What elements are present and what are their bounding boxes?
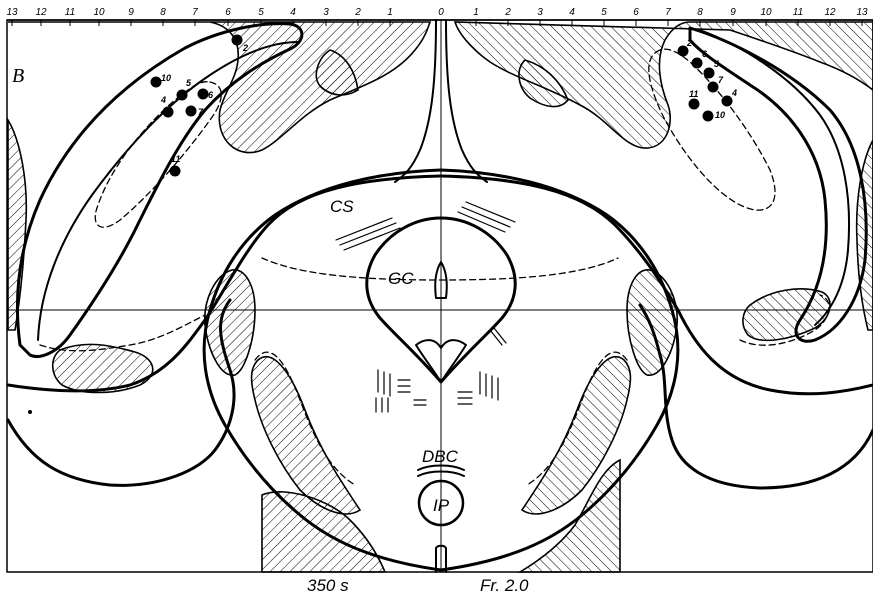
scale-tick-label-left: 9 bbox=[128, 7, 134, 18]
left-pedunculus-hatched-region bbox=[252, 357, 360, 514]
scale-tick-label-left: 8 bbox=[160, 7, 166, 18]
left-electrode-label: 11 bbox=[171, 154, 180, 164]
right-electrode-point bbox=[692, 58, 703, 69]
scale-tick-label-left: 13 bbox=[6, 7, 18, 18]
left-electrode-label: 6 bbox=[208, 90, 214, 100]
scale-tick-label-right: 2 bbox=[504, 7, 511, 18]
right-top-hatched-region bbox=[455, 22, 873, 148]
caption-left: 350 s bbox=[307, 576, 349, 595]
left-electrode-point bbox=[170, 166, 181, 177]
left-target-dashed-boundary bbox=[95, 82, 221, 228]
left-electrode-label: 10 bbox=[161, 73, 171, 83]
scale-tick-label-left: 2 bbox=[354, 7, 361, 18]
left-lower-dashed-boundary bbox=[40, 315, 205, 351]
scale-tick-label-right: 12 bbox=[824, 7, 836, 18]
left-tract-lines bbox=[376, 370, 426, 412]
scale-tick-label-right: 4 bbox=[569, 7, 575, 18]
scale-tick-label-right: 1 bbox=[473, 7, 479, 18]
scale-tick-label-right: 6 bbox=[633, 7, 639, 18]
region-label-cs: CS bbox=[330, 197, 354, 216]
figure-frame bbox=[7, 20, 873, 572]
cs-fiber-lines bbox=[336, 202, 515, 250]
right-electrode-label: 10 bbox=[715, 110, 725, 120]
left-electrode-label: 4 bbox=[160, 95, 166, 105]
small-dot-mark bbox=[28, 410, 32, 414]
left-electrode-point bbox=[198, 89, 209, 100]
scale-tick-label-left: 10 bbox=[93, 7, 105, 18]
right-electrode-point bbox=[708, 82, 719, 93]
scale-tick-label-right: 3 bbox=[537, 7, 543, 18]
scale-tick-label-left: 3 bbox=[323, 7, 329, 18]
scale-tick-label-right: 7 bbox=[665, 7, 671, 18]
left-lateral-hatched-region bbox=[205, 270, 255, 375]
scale-tick-label-center: 0 bbox=[438, 7, 444, 18]
right-lateral-hatched-region bbox=[627, 270, 677, 375]
scale-tick-label-right: 8 bbox=[697, 7, 703, 18]
left-electrode-label: 5 bbox=[186, 78, 192, 88]
region-label-gc: GC bbox=[388, 269, 414, 288]
right-electrode-label: 11 bbox=[689, 89, 698, 99]
scale-tick-label-right: 10 bbox=[760, 7, 772, 18]
left-electrode-label: 2 bbox=[242, 43, 248, 53]
right-electrode-point bbox=[722, 96, 733, 107]
right-electrode-label: 2 bbox=[686, 38, 692, 48]
scale-tick-label-right: 13 bbox=[856, 7, 868, 18]
left-electrode-point bbox=[177, 90, 188, 101]
scale-tick-label-left: 11 bbox=[65, 7, 75, 18]
region-label-ip: IP bbox=[433, 496, 450, 515]
scale-tick-label-left: 5 bbox=[258, 7, 264, 18]
right-electrode-point bbox=[703, 111, 714, 122]
left-electrode-point bbox=[163, 107, 174, 118]
scale-tick-label-left: 4 bbox=[290, 7, 296, 18]
right-electrode-point bbox=[689, 99, 700, 110]
scale-tick-label-left: 6 bbox=[225, 7, 231, 18]
left-electrode-point bbox=[151, 77, 162, 88]
region-label-dbc: DBC bbox=[422, 447, 459, 466]
scale-tick-label-left: 7 bbox=[192, 7, 198, 18]
left-bottom-hatched-region bbox=[262, 492, 385, 572]
left-electrode-point bbox=[232, 35, 243, 46]
caption-right: Fr. 2.0 bbox=[480, 576, 529, 595]
scale-tick-label-right: 9 bbox=[730, 7, 736, 18]
scale-tick-label-left: 12 bbox=[35, 7, 47, 18]
right-side-hatched-region bbox=[743, 289, 830, 340]
scale-tick-label-right: 11 bbox=[793, 7, 803, 18]
midbrain-dashed-boundary bbox=[262, 258, 618, 280]
panel-letter: B bbox=[12, 65, 24, 87]
right-electrode-point bbox=[704, 68, 715, 79]
right-electrode-label: 7 bbox=[718, 75, 724, 85]
scale-tick-label-right: 5 bbox=[601, 7, 607, 18]
scale-tick-label-left: 1 bbox=[387, 7, 393, 18]
left-side-hatched-region bbox=[53, 344, 153, 392]
left-lateral-strip-hatched bbox=[8, 120, 26, 330]
right-electrode-label: 4 bbox=[731, 88, 737, 98]
left-electrode-point bbox=[186, 106, 197, 117]
